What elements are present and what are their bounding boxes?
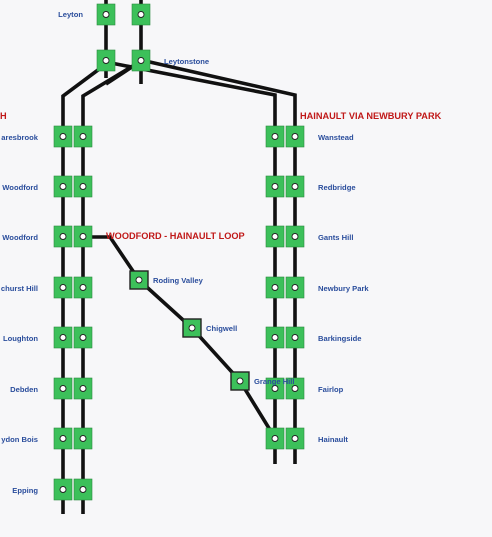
station-dot-icon xyxy=(291,133,299,140)
station-dot-icon xyxy=(271,435,279,442)
station-label: ydon Bois xyxy=(1,435,38,444)
station-label: Debden xyxy=(10,385,38,394)
station-label: Barkingside xyxy=(318,334,361,343)
station-dot-icon xyxy=(59,284,67,291)
station-dot-icon xyxy=(59,133,67,140)
station-dot-icon xyxy=(291,385,299,392)
track-newbury-west xyxy=(105,60,277,464)
station-label: Fairlop xyxy=(318,385,344,394)
station-label: Wanstead xyxy=(318,133,354,142)
station-dot-icon xyxy=(102,57,110,64)
station-dot-icon xyxy=(79,435,87,442)
station-dot-icon xyxy=(79,183,87,190)
station-chigwell[interactable]: Chigwell xyxy=(182,318,237,338)
track-epping-outer xyxy=(61,62,108,514)
station-snaresbrook[interactable]: aresbrook xyxy=(1,125,93,148)
station-label: Woodford xyxy=(2,183,38,192)
station-epping[interactable]: Epping xyxy=(12,478,93,501)
station-label: Leyton xyxy=(58,10,83,19)
station-label: Epping xyxy=(12,486,38,495)
station-dot-icon xyxy=(271,233,279,240)
station-dot-icon xyxy=(188,324,196,332)
station-label: Leytonstone xyxy=(164,57,209,66)
section-label-woodford-hainault-loop: WOODFORD - HAINAULT LOOP xyxy=(106,231,245,241)
track-lines xyxy=(61,0,297,514)
station-dot-icon xyxy=(59,183,67,190)
station-leyton[interactable]: Leyton xyxy=(58,3,151,26)
station-grange-hill[interactable]: Grange Hill xyxy=(230,371,295,391)
station-debden[interactable]: Debden xyxy=(10,377,93,400)
station-dot-icon xyxy=(271,133,279,140)
station-dot-icon xyxy=(59,233,67,240)
station-redbridge[interactable]: Redbridge xyxy=(265,175,356,198)
station-theydon-bois[interactable]: ydon Bois xyxy=(1,427,93,450)
station-label: Loughton xyxy=(3,334,38,343)
station-dot-icon xyxy=(79,334,87,341)
station-label: Grange Hill xyxy=(254,377,295,386)
station-label: Gants Hill xyxy=(318,233,353,242)
station-dot-icon xyxy=(79,284,87,291)
station-label: aresbrook xyxy=(1,133,38,142)
station-hainault[interactable]: Hainault xyxy=(265,427,348,450)
station-label: Newbury Park xyxy=(318,284,369,293)
station-dot-icon xyxy=(291,183,299,190)
station-wanstead[interactable]: Wanstead xyxy=(265,125,354,148)
station-newbury-park[interactable]: Newbury Park xyxy=(265,276,369,299)
station-dot-icon xyxy=(137,57,145,64)
station-dot-icon xyxy=(79,233,87,240)
station-dot-icon xyxy=(102,11,110,18)
station-loughton[interactable]: Loughton xyxy=(3,326,93,349)
station-woodford[interactable]: Woodford xyxy=(2,225,93,248)
station-dot-icon xyxy=(59,334,67,341)
station-dot-icon xyxy=(271,284,279,291)
station-dot-icon xyxy=(236,377,244,385)
station-dot-icon xyxy=(59,435,67,442)
station-dot-icon xyxy=(79,133,87,140)
station-label: Chigwell xyxy=(206,324,237,333)
section-label-hainault-via-newbury-park: HAINAULT VIA NEWBURY PARK xyxy=(300,111,442,121)
station-dot-icon xyxy=(79,486,87,493)
station-dot-icon xyxy=(271,385,279,392)
station-gants-hill[interactable]: Gants Hill xyxy=(265,225,353,248)
station-label: Roding Valley xyxy=(153,276,204,285)
station-dot-icon xyxy=(271,334,279,341)
station-label: Hainault xyxy=(318,435,348,444)
station-leytonstone[interactable]: Leytonstone xyxy=(96,49,209,72)
station-barkingside[interactable]: Barkingside xyxy=(265,326,361,349)
station-dot-icon xyxy=(137,11,145,18)
station-label: churst Hill xyxy=(1,284,38,293)
track-loop xyxy=(83,235,277,439)
station-label: Redbridge xyxy=(318,183,356,192)
station-label: Woodford xyxy=(2,233,38,242)
station-dot-icon xyxy=(291,284,299,291)
station-dot-icon xyxy=(59,385,67,392)
station-south-woodford[interactable]: Woodford xyxy=(2,175,93,198)
station-roding-valley[interactable]: Roding Valley xyxy=(129,270,204,290)
station-dot-icon xyxy=(135,276,143,284)
station-dot-icon xyxy=(291,334,299,341)
station-dot-icon xyxy=(291,435,299,442)
station-dot-icon xyxy=(79,385,87,392)
station-dot-icon xyxy=(291,233,299,240)
station-dot-icon xyxy=(59,486,67,493)
station-dot-icon xyxy=(271,183,279,190)
station-buckhurst-hill[interactable]: churst Hill xyxy=(1,276,93,299)
track-newbury-east xyxy=(140,58,297,464)
section-label-left-partial: H xyxy=(0,111,7,121)
station-fairlop[interactable]: Fairlop xyxy=(265,377,344,400)
